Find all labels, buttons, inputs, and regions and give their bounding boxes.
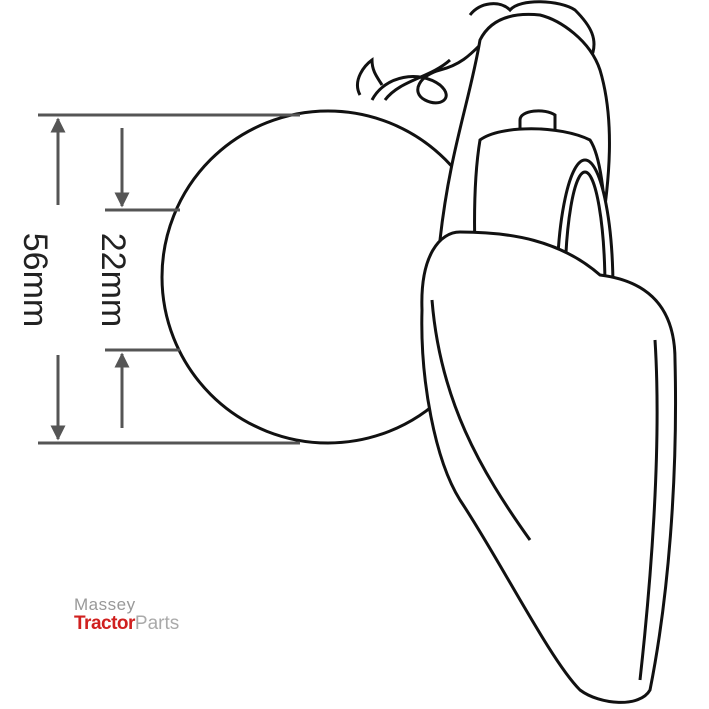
inner-diameter-label: 22mm (94, 233, 132, 327)
outer-diameter-label: 56mm (16, 233, 54, 327)
massey-tractor-parts-logo: Massey TractorParts (74, 596, 179, 633)
logo-line-1: Massey (74, 595, 136, 614)
dimension-22mm (105, 128, 180, 428)
dimension-56mm (38, 113, 300, 445)
lever (420, 12, 678, 704)
logo-parts: Parts (134, 613, 180, 634)
logo-tractor: Tractor (74, 613, 135, 634)
